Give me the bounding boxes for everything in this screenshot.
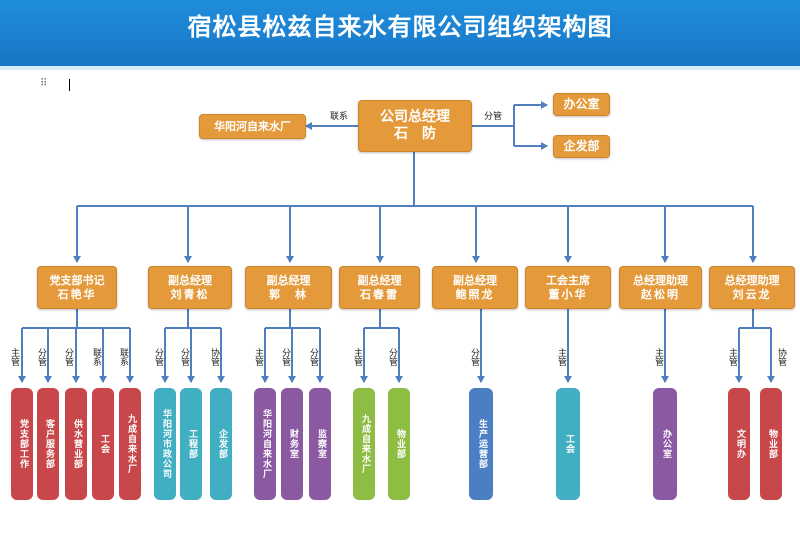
manager-box[interactable]: 副总经理 刘青松 [148, 266, 232, 309]
text-cursor [69, 79, 70, 91]
relation-label-direct: 分管 [484, 112, 503, 122]
relation-label: 主管 [352, 348, 362, 366]
department-engineering[interactable]: 工程部 [180, 388, 202, 500]
manager-title: 副总经理 [168, 273, 212, 287]
relation-label: 主管 [253, 348, 263, 366]
manager-name: 刘云龙 [732, 287, 772, 301]
manager-title: 工会主席 [546, 273, 590, 287]
relation-label: 分管 [63, 348, 73, 366]
relation-label-liaison: 联系 [330, 112, 349, 122]
manager-box[interactable]: 副总经理 石春雷 [339, 266, 420, 309]
ceo-title: 公司总经理 [380, 108, 450, 125]
relation-label: 分管 [308, 348, 318, 366]
department-party-affairs[interactable]: 党支部工作 [11, 388, 33, 500]
department-office[interactable]: 办公室 [653, 388, 677, 500]
department-property[interactable]: 物业部 [388, 388, 410, 500]
manager-name: 鲍照龙 [455, 287, 495, 301]
manager-box[interactable]: 党支部书记 石艳华 [37, 266, 117, 309]
manager-box[interactable]: 副总经理 郭 林 [245, 266, 332, 309]
drag-handle-icon[interactable]: ⠿ [40, 78, 48, 89]
manager-box[interactable]: 总经理助理 赵松明 [619, 266, 702, 309]
department-water-sales[interactable]: 供水营业部 [65, 388, 87, 500]
manager-name: 董小华 [548, 287, 588, 301]
manager-name: 石春雷 [360, 287, 399, 301]
manager-name: 郭 林 [269, 287, 308, 301]
relation-label: 主管 [9, 348, 19, 366]
relation-label: 主管 [556, 348, 566, 366]
department-huayanghe-plant[interactable]: 华阳河自来水厂 [254, 388, 276, 500]
manager-name: 赵松明 [641, 287, 680, 301]
relation-label: 分管 [387, 348, 397, 366]
manager-title: 副总经理 [357, 273, 402, 287]
relation-label: 分管 [153, 348, 163, 366]
manager-title: 副总经理 [266, 273, 311, 287]
manager-box[interactable]: 副总经理 鲍照龙 [432, 266, 518, 309]
manager-box[interactable]: 总经理助理 刘云龙 [709, 266, 795, 309]
manager-title: 总经理助理 [633, 273, 688, 287]
department-union[interactable]: 工会 [556, 388, 580, 500]
department-finance[interactable]: 财务室 [281, 388, 303, 500]
department-civilization-office[interactable]: 文明办 [728, 388, 750, 500]
banner-stripe [0, 66, 800, 70]
department-jiucheng-plant[interactable]: 九成自来水厂 [353, 388, 375, 500]
page-title: 宿松县松兹自来水有限公司组织架构图 [187, 13, 613, 41]
title-banner: 宿松县松兹自来水有限公司组织架构图 [0, 0, 800, 66]
relation-label: 联系 [118, 348, 128, 366]
relation-label: 主管 [727, 348, 737, 366]
department-property[interactable]: 物业部 [760, 388, 782, 500]
manager-title: 总经理助理 [724, 273, 780, 287]
department-customer-service[interactable]: 客户服务部 [37, 388, 59, 500]
relation-label: 协管 [209, 348, 219, 366]
manager-title: 党支部书记 [49, 273, 105, 287]
manager-name: 石艳华 [57, 287, 97, 301]
relation-label: 协管 [776, 348, 786, 366]
liaison-unit-box[interactable]: 华阳河自来水厂 [199, 114, 306, 139]
manager-title: 副总经理 [453, 273, 497, 287]
ceo-box[interactable]: 公司总经理 石 防 [358, 100, 472, 152]
relation-label: 主管 [653, 348, 663, 366]
relation-label: 分管 [179, 348, 189, 366]
relation-label: 分管 [280, 348, 290, 366]
department-operations[interactable]: 生产运营部 [469, 388, 493, 500]
department-enterprise-dev[interactable]: 企发部 [210, 388, 232, 500]
relation-label: 联系 [91, 348, 101, 366]
relation-label: 分管 [469, 348, 479, 366]
department-jiucheng-plant[interactable]: 九成自来水厂 [119, 388, 141, 500]
department-supervision[interactable]: 监察室 [309, 388, 331, 500]
department-municipal-company[interactable]: 华阳河市政公司 [154, 388, 176, 500]
direct-unit-office[interactable]: 办公室 [553, 93, 610, 116]
relation-label: 分管 [36, 348, 46, 366]
direct-unit-enterprise[interactable]: 企发部 [553, 135, 610, 158]
manager-box[interactable]: 工会主席 董小华 [525, 266, 611, 309]
department-union[interactable]: 工会 [92, 388, 114, 500]
manager-name: 刘青松 [170, 287, 210, 301]
ceo-name: 石 防 [394, 126, 436, 142]
